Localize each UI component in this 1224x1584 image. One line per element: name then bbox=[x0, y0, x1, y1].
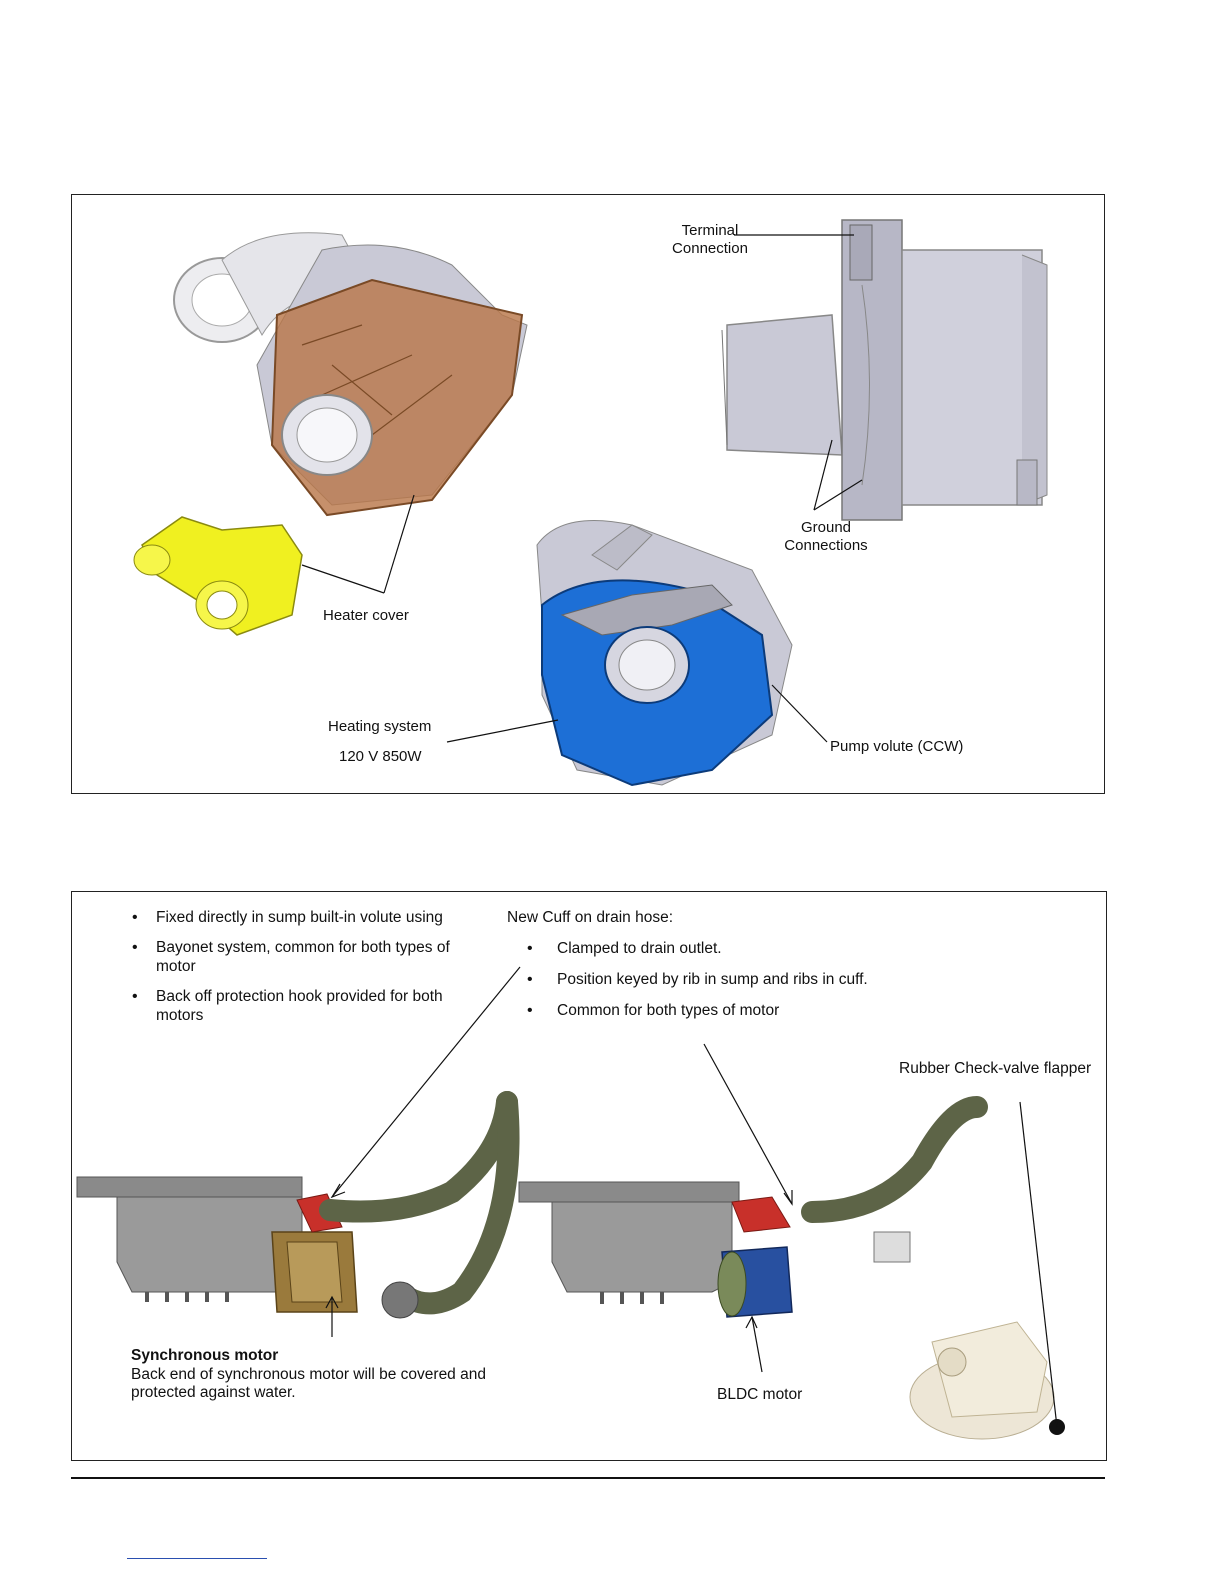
pump-heater-figure: Terminal Connection Heater cover Ground … bbox=[71, 194, 1105, 794]
mounting-bullet: Bayonet system, common for both types of… bbox=[132, 938, 452, 976]
check-valve-flapper-label: Rubber Check-valve flapper bbox=[899, 1060, 1092, 1077]
heating-system-spec: 120 V 850W bbox=[339, 748, 422, 765]
mounting-bullet: Back off protection hook provided for bo… bbox=[132, 987, 452, 1025]
cuff-bullet: Position keyed by rib in sump and ribs i… bbox=[527, 970, 1047, 989]
leader-lines bbox=[301, 234, 863, 743]
synchronous-motor-description: Back end of synchronous motor will be co… bbox=[131, 1366, 486, 1401]
mounting-bullet: Fixed directly in sump built-in volute u… bbox=[132, 908, 452, 927]
synchronous-motor-title: Synchronous motor bbox=[131, 1347, 279, 1364]
drain-motor-illustration bbox=[76, 966, 1078, 1454]
cuff-heading: New Cuff on drain hose: bbox=[507, 909, 674, 926]
cuff-bullet: Clamped to drain outlet. bbox=[527, 939, 1047, 958]
mounting-bullet-list: Fixed directly in sump built-in volute u… bbox=[132, 908, 452, 1036]
bldc-motor-label: BLDC motor bbox=[717, 1386, 803, 1403]
heater-cover-label: Heater cover bbox=[323, 607, 409, 624]
footer-rule bbox=[71, 1477, 1105, 1479]
pump-side-view-image bbox=[721, 219, 1048, 521]
terminal-connection-label: Terminal Connection bbox=[672, 222, 748, 257]
synchronous-motor-assembly-image bbox=[76, 1091, 520, 1319]
cuff-bullet: Common for both types of motor bbox=[527, 1001, 1047, 1020]
pump-with-heater-cover-image bbox=[173, 232, 528, 517]
cuff-bullet-list: Clamped to drain outlet. Position keyed … bbox=[527, 939, 1047, 1032]
blue-volute-image bbox=[536, 520, 793, 787]
check-valve-photo bbox=[900, 1288, 1078, 1454]
pump-heater-illustration bbox=[133, 219, 1048, 787]
bldc-motor-assembly-image bbox=[518, 1096, 988, 1318]
heating-system-label: Heating system bbox=[328, 718, 432, 735]
leader-lines-2 bbox=[325, 966, 1058, 1428]
ground-connections-label: Ground Connections bbox=[784, 519, 868, 554]
yellow-pump-image bbox=[133, 516, 303, 636]
footer-link-underline bbox=[127, 1558, 267, 1559]
pump-volute-label: Pump volute (CCW) bbox=[830, 738, 964, 755]
drain-motor-figure: Fixed directly in sump built-in volute u… bbox=[71, 891, 1107, 1461]
